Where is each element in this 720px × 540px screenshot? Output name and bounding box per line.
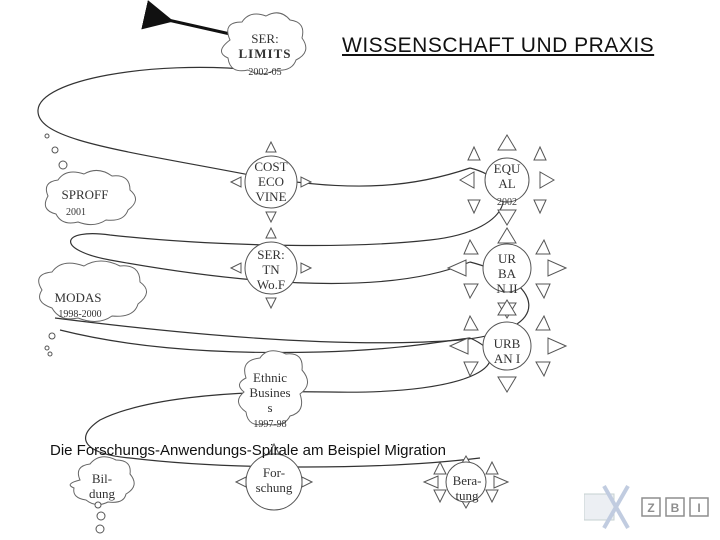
urbanii-a-line2: BA — [497, 265, 517, 281]
ser-tnwof-line1: SER: — [257, 247, 285, 262]
cost-ecovine-line2: ECO — [258, 173, 284, 189]
cost-ecovine-line1: COST — [254, 159, 288, 174]
spiral-lines — [37, 66, 530, 468]
logo-letter-z: Z — [647, 501, 654, 515]
modas-cloud-icon — [38, 260, 147, 322]
ser-tnwof-label: SER: TN Wo.F — [244, 247, 298, 293]
urbanii-b-sun-icon — [448, 299, 568, 393]
equal-year: 2002 — [497, 197, 517, 208]
diagram-caption: Die Forschungs-Anwendungs-Spirale am Bei… — [50, 442, 447, 459]
equal-sun-icon — [458, 134, 556, 226]
spiral-line-5 — [85, 337, 491, 459]
urbanii-a-line1: UR — [497, 251, 517, 266]
modas-year: 1998-2000 — [58, 309, 102, 320]
equal-label: EQU AL — [487, 161, 527, 192]
beratung-label: Bera- tung — [446, 473, 488, 504]
beratung-sun-icon — [422, 454, 510, 510]
sproff-year: 2001 — [66, 207, 86, 218]
forschung-line1: For- — [262, 465, 286, 480]
beratung-line2: tung — [455, 487, 479, 503]
ser-limits-line2: LIMITS — [238, 45, 292, 61]
spiral-line-6 — [129, 457, 481, 468]
ethnic-business-label: Ethnic Busines s — [240, 370, 300, 416]
beratung-line1: Bera- — [452, 473, 482, 488]
bildung-line2: dung — [89, 485, 115, 501]
bubble-icon — [96, 511, 106, 521]
sproff-cloud-icon — [44, 170, 136, 226]
equal-line1: EQU — [493, 161, 521, 176]
modas-label: MODAS — [54, 290, 102, 305]
urbanii-b-line1: URB — [493, 336, 521, 351]
sun-shapes — [229, 134, 568, 511]
bubble-icon — [47, 351, 53, 357]
urbanii-a-line3: N II — [496, 280, 518, 296]
urbanii-b-label: URB AN I — [484, 336, 530, 367]
ser-limits-cloud-icon — [221, 12, 307, 75]
spiral-line-4 — [59, 329, 471, 354]
ser-tnwof-line3: Wo.F — [256, 276, 286, 292]
bubble-icon — [44, 133, 50, 139]
sproff-label: SPROFF — [61, 187, 109, 202]
bubble-icon — [51, 146, 59, 154]
zbi-logo-icon: Z B I — [584, 485, 709, 529]
ser-tnwof-line2: TN — [262, 261, 280, 277]
ethnic-line1: Ethnic — [253, 370, 287, 385]
logo-letter-b: B — [671, 501, 680, 515]
bildung-label: Bil- dung — [80, 471, 124, 502]
forschung-line2: schung — [255, 479, 293, 495]
bubble-icon — [44, 345, 50, 351]
bubble-icon — [94, 501, 102, 509]
cost-ecovine-sun-icon — [229, 140, 313, 224]
cost-ecovine-line3: VINE — [255, 188, 287, 204]
forschung-label: For- schung — [246, 465, 302, 496]
ethnic-business-cloud-icon — [238, 350, 308, 426]
ethnic-line3: s — [267, 399, 273, 415]
bildung-cloud-icon — [69, 456, 135, 506]
ethnic-year: 1997-98 — [253, 419, 287, 430]
thought-bubbles — [44, 133, 106, 534]
ser-limits-year: 2002-05 — [248, 67, 282, 78]
cost-ecovine-label: COST ECO VINE — [244, 159, 298, 205]
page-title: WISSENSCHAFT UND PRAXIS — [342, 34, 655, 57]
urbanii-a-sun-icon — [446, 227, 568, 319]
logo-letter-i: I — [697, 501, 700, 515]
bubble-icon — [95, 524, 105, 534]
bildung-line1: Bil- — [91, 471, 113, 486]
spiral-line-1 — [37, 66, 471, 187]
ser-limits-line1: SER: — [251, 31, 279, 46]
urbanii-b-line2: AN I — [493, 350, 521, 366]
ser-limits-label: SER: LIMITS — [238, 31, 292, 62]
bubble-icon — [48, 332, 56, 340]
forschung-sun-icon — [234, 442, 314, 511]
spiral-line-3 — [54, 261, 530, 344]
urbanii-a-label: UR BA N II — [484, 251, 530, 297]
ethnic-line2: Busines — [249, 384, 291, 400]
equal-line2: AL — [498, 175, 516, 191]
ser-tnwof-sun-icon — [229, 226, 313, 310]
bubble-icon — [58, 160, 68, 170]
